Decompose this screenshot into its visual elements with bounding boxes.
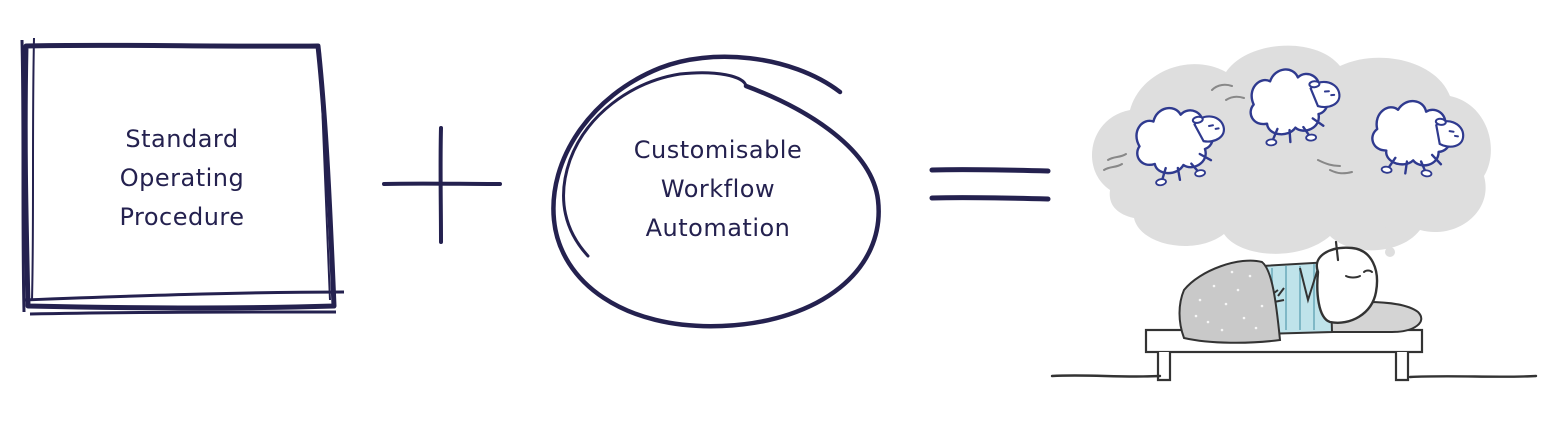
plus-icon bbox=[382, 126, 502, 244]
ground-line bbox=[1050, 374, 1538, 379]
sop-label-line-2: Operating bbox=[119, 164, 245, 192]
workflow-circle-shape bbox=[551, 54, 881, 329]
sop-label: Standard Operating Procedure bbox=[62, 120, 302, 237]
equals-icon bbox=[929, 167, 1051, 202]
thought-cloud-shape bbox=[1091, 45, 1491, 254]
thought-bubble-large bbox=[1384, 212, 1404, 232]
blanket bbox=[1178, 259, 1282, 344]
thought-bubble-medium bbox=[1387, 232, 1401, 246]
motion-lines bbox=[1103, 83, 1353, 175]
workflow-label-line-3: Automation bbox=[645, 214, 791, 242]
bed-legs bbox=[1156, 352, 1410, 382]
sop-box-shape bbox=[20, 37, 345, 316]
workflow-label: Customisable Workflow Automation bbox=[598, 131, 838, 248]
sleeping-person-illustration bbox=[1050, 45, 1538, 382]
sop-label-line-3: Procedure bbox=[119, 203, 245, 231]
thought-bubble-small bbox=[1385, 247, 1395, 257]
sop-label-line-1: Standard bbox=[125, 125, 239, 153]
workflow-label-line-1: Customisable bbox=[633, 136, 803, 164]
workflow-label-line-2: Workflow bbox=[660, 175, 776, 203]
